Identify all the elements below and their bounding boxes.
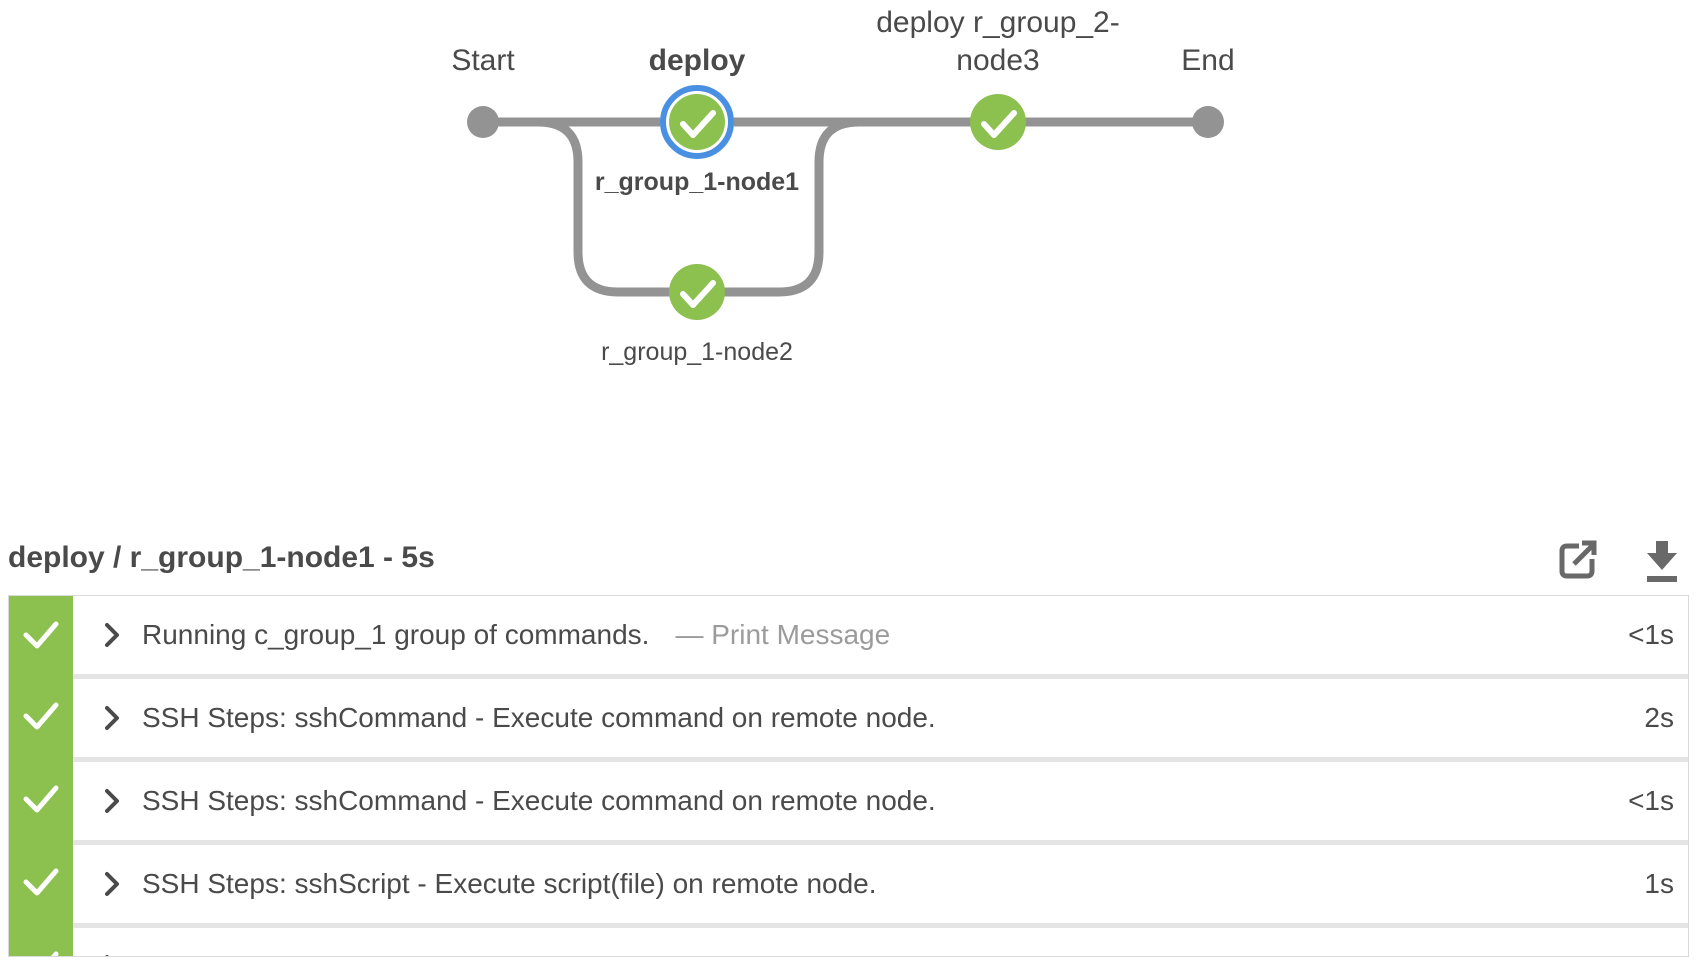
step-row-partial[interactable] bbox=[9, 923, 1688, 956]
chevron-right-icon[interactable] bbox=[105, 788, 120, 814]
success-check-icon bbox=[680, 110, 716, 138]
step-duration: <1s bbox=[1628, 619, 1674, 650]
node-r-group-1-node1[interactable] bbox=[660, 85, 734, 159]
step-row-body: SSH Steps: sshCommand - Execute command … bbox=[73, 757, 1688, 840]
chevron-right-icon[interactable] bbox=[105, 954, 120, 956]
step-status-cell bbox=[9, 596, 73, 674]
chevron-right-icon[interactable] bbox=[105, 622, 120, 648]
step-text: SSH Steps: sshCommand - Execute command … bbox=[142, 702, 936, 733]
step-duration: 1s bbox=[1644, 868, 1674, 899]
success-check-icon bbox=[680, 280, 716, 308]
node-r-group-1-node2[interactable] bbox=[669, 264, 725, 320]
step-text: SSH Steps: sshScript - Execute script(fi… bbox=[142, 868, 877, 899]
step-text: Running c_group_1 group of commands. bbox=[142, 619, 650, 650]
step-row-body: SSH Steps: sshScript - Execute script(fi… bbox=[73, 840, 1688, 923]
step-status-cell bbox=[9, 923, 73, 956]
end-node bbox=[1192, 106, 1224, 138]
step-log-panel: deploy / r_group_1-node1 - 5s bbox=[8, 533, 1689, 957]
success-check-icon bbox=[23, 785, 59, 812]
start-node bbox=[467, 106, 499, 138]
step-status-cell bbox=[9, 757, 73, 840]
step-status-cell bbox=[9, 674, 73, 757]
chevron-right-icon[interactable] bbox=[105, 705, 120, 731]
step-row[interactable]: Running c_group_1 group of commands. — P… bbox=[9, 596, 1688, 674]
step-status-cell bbox=[9, 840, 73, 923]
success-check-icon bbox=[23, 702, 59, 729]
pipeline-graph: Start deploy deploy r_group_2- node3 End… bbox=[0, 0, 1697, 430]
log-title: deploy / r_group_1-node1 - 5s bbox=[8, 541, 435, 574]
stage-deploy2-label-line1: deploy r_group_2- bbox=[876, 6, 1120, 39]
success-check-icon bbox=[23, 868, 59, 895]
node-deploy-r-group-2-node3[interactable] bbox=[970, 94, 1026, 150]
branch-node2-label: r_group_1-node2 bbox=[601, 338, 793, 366]
open-in-new-window-icon[interactable] bbox=[1555, 537, 1599, 583]
step-row[interactable]: SSH Steps: sshScript - Execute script(fi… bbox=[9, 840, 1688, 923]
step-duration: <1s bbox=[1628, 785, 1674, 816]
step-row[interactable]: SSH Steps: sshCommand - Execute command … bbox=[9, 757, 1688, 840]
step-row-body: SSH Steps: sshCommand - Execute command … bbox=[73, 674, 1688, 757]
step-annotation: — Print Message bbox=[675, 619, 891, 650]
success-check-icon bbox=[23, 621, 59, 649]
log-toolbar bbox=[1555, 533, 1689, 583]
step-row-body bbox=[73, 923, 1688, 956]
steps-table: Running c_group_1 group of commands. — P… bbox=[8, 595, 1689, 957]
success-check-icon bbox=[50, 951, 59, 956]
stage-deploy2-label-line2: node3 bbox=[956, 44, 1039, 77]
success-check-icon bbox=[981, 110, 1017, 138]
step-text: SSH Steps: sshCommand - Execute command … bbox=[142, 785, 936, 816]
selected-ring bbox=[660, 85, 734, 159]
step-duration: 2s bbox=[1644, 702, 1674, 733]
end-label: End bbox=[1181, 44, 1234, 77]
log-header: deploy / r_group_1-node1 - 5s bbox=[8, 533, 1689, 595]
download-log-icon[interactable] bbox=[1643, 537, 1681, 583]
step-row-body: Running c_group_1 group of commands. — P… bbox=[73, 596, 1688, 674]
start-label: Start bbox=[451, 44, 515, 77]
step-row[interactable]: SSH Steps: sshCommand - Execute command … bbox=[9, 674, 1688, 757]
stage-deploy-label: deploy bbox=[649, 44, 746, 77]
branch-node1-label: r_group_1-node1 bbox=[595, 168, 799, 196]
chevron-right-icon[interactable] bbox=[105, 871, 120, 897]
